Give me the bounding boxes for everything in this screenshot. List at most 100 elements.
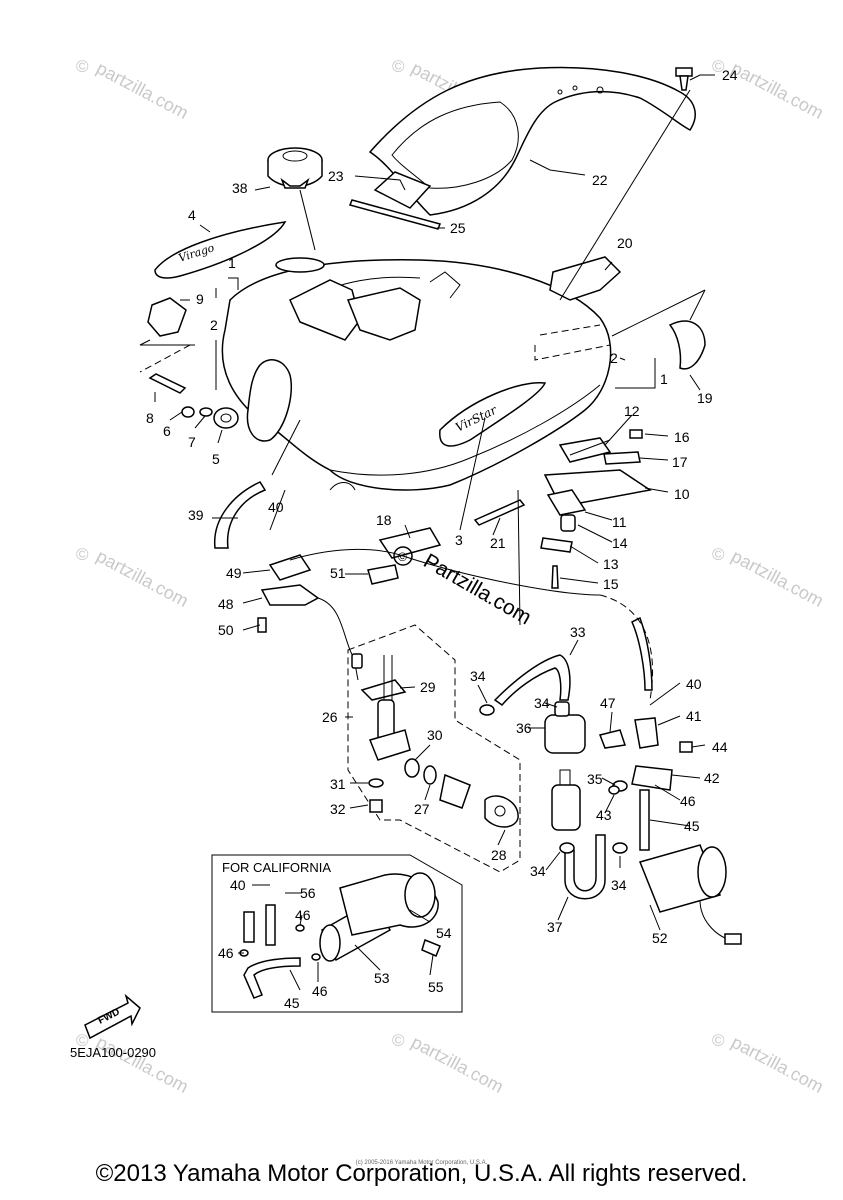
callout-7: 7 <box>188 434 196 450</box>
part-15-bolt <box>551 565 559 589</box>
callout-45-ca: 45 <box>284 995 300 1011</box>
fuel-cock-lever <box>439 773 471 809</box>
callout-55: 55 <box>428 979 444 995</box>
callout-9: 9 <box>196 291 204 307</box>
part-44-bolt <box>679 741 693 753</box>
watermark-text: partzilla.com <box>93 58 192 123</box>
callout-34d: 34 <box>611 877 627 893</box>
part-32-screw <box>369 799 383 813</box>
callout-43: 43 <box>596 807 612 823</box>
fuel-filter <box>551 769 581 831</box>
callout-28: 28 <box>491 847 507 863</box>
part-27-o-ring <box>423 765 437 785</box>
callout-2b: 2 <box>610 350 618 366</box>
callout-21: 21 <box>490 535 506 551</box>
callout-37: 37 <box>547 919 563 935</box>
callout-46-ca-c: 46 <box>312 983 328 999</box>
part-9-bracket <box>147 297 187 337</box>
callout-24: 24 <box>722 67 738 83</box>
callout-2: 2 <box>210 317 218 333</box>
part-28-plate <box>484 795 519 828</box>
part-31-washer <box>368 778 384 788</box>
callout-20: 20 <box>617 235 633 251</box>
callout-51: 51 <box>330 565 346 581</box>
part-54-bracket-ca <box>339 872 439 936</box>
callout-56: 56 <box>300 885 316 901</box>
part-14-spacer <box>560 514 576 532</box>
callout-34b: 34 <box>534 695 550 711</box>
part-52-fuel-pump <box>638 844 742 945</box>
callout-42: 42 <box>704 770 720 786</box>
ca-fitting <box>243 911 255 943</box>
watermark-copyright-icon: © <box>76 1031 89 1050</box>
callout-23: 23 <box>328 168 344 184</box>
callout-18: 18 <box>376 512 392 528</box>
callout-labels: 1 2 3 4 5 6 7 8 9 10 11 12 13 14 15 16 1… <box>146 67 738 1011</box>
part-37-hose <box>564 834 606 900</box>
callout-32: 32 <box>330 801 346 817</box>
part-56-hose-ca <box>265 904 276 946</box>
callout-41: 41 <box>686 708 702 724</box>
watermark-copyright-icon: © <box>76 545 89 564</box>
callout-44: 44 <box>712 739 728 755</box>
part-43-clamp <box>608 785 620 795</box>
part-50-bolt <box>257 617 267 633</box>
part-16-bolt <box>629 429 643 439</box>
callout-53: 53 <box>374 970 390 986</box>
part-30-o-ring <box>404 758 420 778</box>
watermark-text: partzilla.com <box>728 546 827 611</box>
part-5-damper <box>213 407 239 429</box>
callout-29: 29 <box>420 679 436 695</box>
callout-13: 13 <box>603 556 619 572</box>
callout-49: 49 <box>226 565 242 581</box>
part-45-hose-ca <box>243 957 301 999</box>
callout-52: 52 <box>652 930 668 946</box>
watermark-copyright-icon: © <box>712 57 725 76</box>
watermark-copyright-icon: © <box>712 1031 725 1050</box>
callout-3: 3 <box>455 532 463 548</box>
watermark-text: partzilla.com <box>93 1032 192 1097</box>
callout-46-ca-b: 46 <box>218 945 234 961</box>
callout-12: 12 <box>624 403 640 419</box>
part-4-emblem: Virago <box>154 221 287 279</box>
fwd-arrow-icon: FWD <box>84 993 141 1040</box>
callout-33: 33 <box>570 624 586 640</box>
fuel-cock-body <box>368 655 411 761</box>
part-38-fuel-cap <box>267 147 323 189</box>
part-45-hose <box>639 789 650 851</box>
part-46-clips-ca <box>239 924 321 961</box>
part-22-tank-cover <box>368 66 696 216</box>
callout-11: 11 <box>612 514 627 530</box>
callout-1: 1 <box>228 255 236 271</box>
callout-22: 22 <box>592 172 608 188</box>
callout-35: 35 <box>587 771 603 787</box>
california-box <box>211 854 463 1013</box>
part-55-bolt-ca <box>421 938 441 957</box>
callout-30: 30 <box>427 727 443 743</box>
part-7-collar <box>199 407 213 417</box>
diagram-code: 5EJA100-0290 <box>70 1045 157 1060</box>
watermark-text: partzilla.com <box>728 58 827 123</box>
part-51-sensor <box>367 564 399 585</box>
callout-5: 5 <box>212 451 220 467</box>
part-25-strip <box>348 199 442 230</box>
part-49-bracket <box>268 554 312 581</box>
callout-31: 31 <box>330 776 346 792</box>
part-47-connector <box>598 729 626 749</box>
callout-40: 40 <box>268 499 284 515</box>
part-34-clamp-lower <box>559 842 628 854</box>
callout-36: 36 <box>516 720 532 736</box>
right-hose <box>631 616 653 691</box>
callout-14: 14 <box>612 535 628 551</box>
part-41-joint <box>634 717 659 749</box>
callout-46: 46 <box>680 793 696 809</box>
callout-8: 8 <box>146 410 154 426</box>
callout-26: 26 <box>322 709 338 725</box>
part-19-side-cover <box>668 320 706 370</box>
callout-6: 6 <box>163 423 171 439</box>
center-watermark-text: Partzilla.com <box>420 549 536 629</box>
callout-48: 48 <box>218 596 234 612</box>
part-48-sender <box>260 584 320 606</box>
leader-lines <box>139 74 715 991</box>
